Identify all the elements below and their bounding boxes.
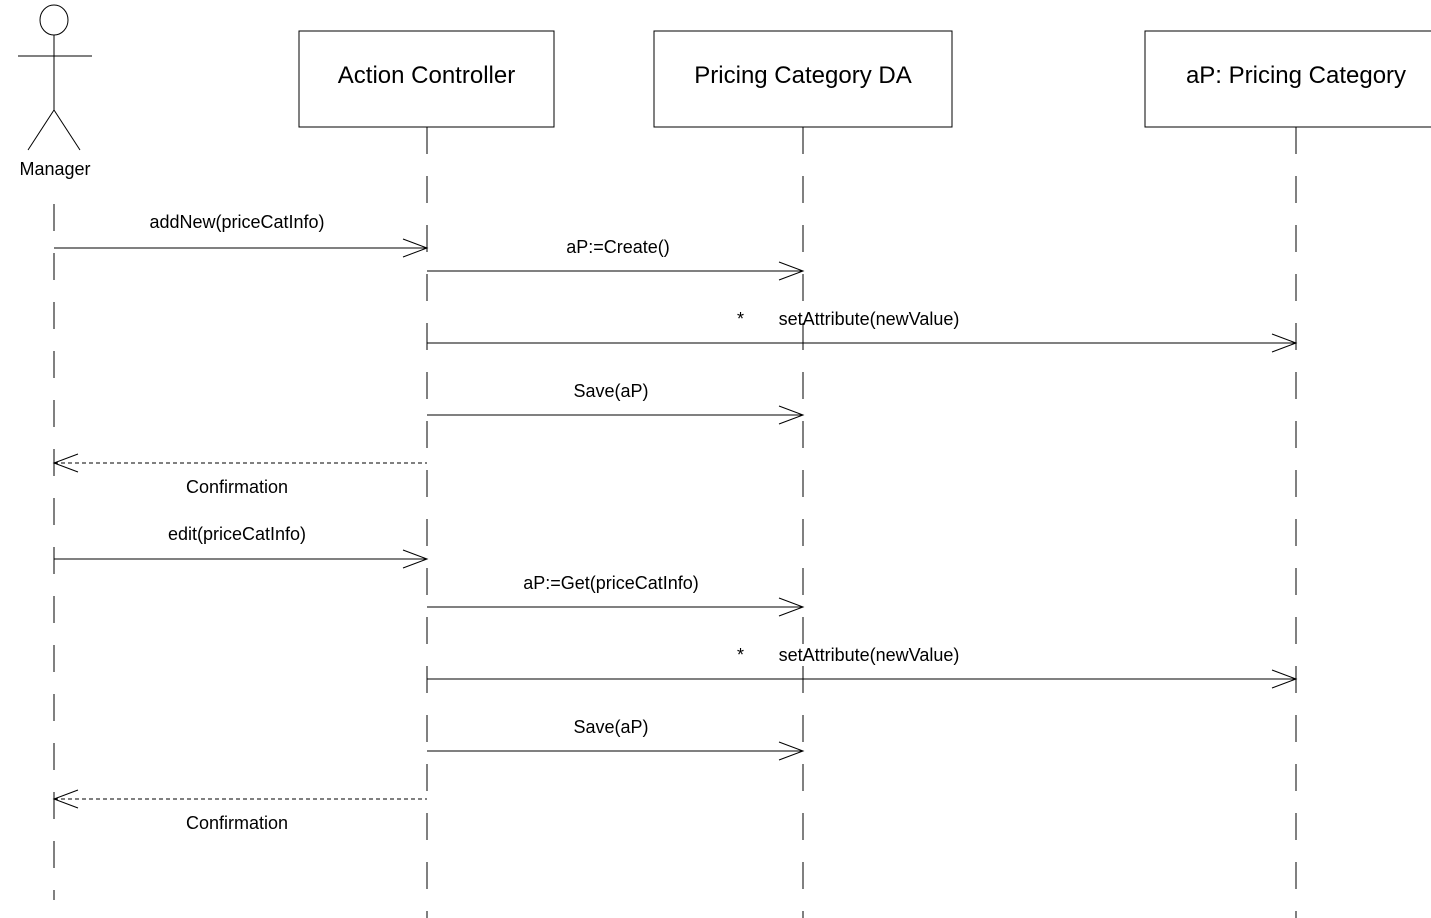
message-create: aP:=Create() bbox=[427, 237, 805, 281]
message-addnew: addNew(priceCatInfo) bbox=[54, 212, 429, 258]
message-get: aP:=Get(priceCatInfo) bbox=[427, 573, 805, 617]
message-save: Save(aP) bbox=[427, 717, 805, 761]
actor-manager: Manager bbox=[18, 4, 92, 179]
participant-label: Pricing Category DA bbox=[694, 62, 911, 89]
iteration-marker: * bbox=[737, 645, 744, 665]
message-label: Save(aP) bbox=[573, 381, 648, 401]
message-label: Confirmation bbox=[186, 813, 288, 833]
participant-ap-pricing-category: aP: Pricing Category bbox=[1144, 30, 1431, 128]
participant-action-controller: Action Controller bbox=[298, 30, 555, 128]
participant-label: aP: Pricing Category bbox=[1186, 62, 1406, 89]
stick-figure-icon bbox=[18, 4, 92, 151]
iteration-marker: * bbox=[737, 309, 744, 329]
message-label: Confirmation bbox=[186, 477, 288, 497]
message-edit: edit(priceCatInfo) bbox=[54, 524, 429, 569]
message-label: setAttribute(newValue) bbox=[779, 309, 960, 329]
message-set-attribute: * setAttribute(newValue) bbox=[427, 645, 1298, 689]
participant-label: Action Controller bbox=[338, 62, 515, 89]
message-set-attribute: * setAttribute(newValue) bbox=[427, 309, 1298, 353]
message-label: setAttribute(newValue) bbox=[779, 645, 960, 665]
message-save: Save(aP) bbox=[427, 381, 805, 425]
actor-label: Manager bbox=[19, 159, 90, 179]
message-confirmation: Confirmation bbox=[52, 453, 427, 497]
message-label: aP:=Create() bbox=[566, 237, 670, 257]
message-label: Save(aP) bbox=[573, 717, 648, 737]
message-label: edit(priceCatInfo) bbox=[168, 524, 306, 544]
participant-pricing-category-da: Pricing Category DA bbox=[653, 30, 953, 128]
message-label: aP:=Get(priceCatInfo) bbox=[523, 573, 699, 593]
message-confirmation: Confirmation bbox=[52, 789, 427, 833]
message-label: addNew(priceCatInfo) bbox=[149, 212, 324, 232]
